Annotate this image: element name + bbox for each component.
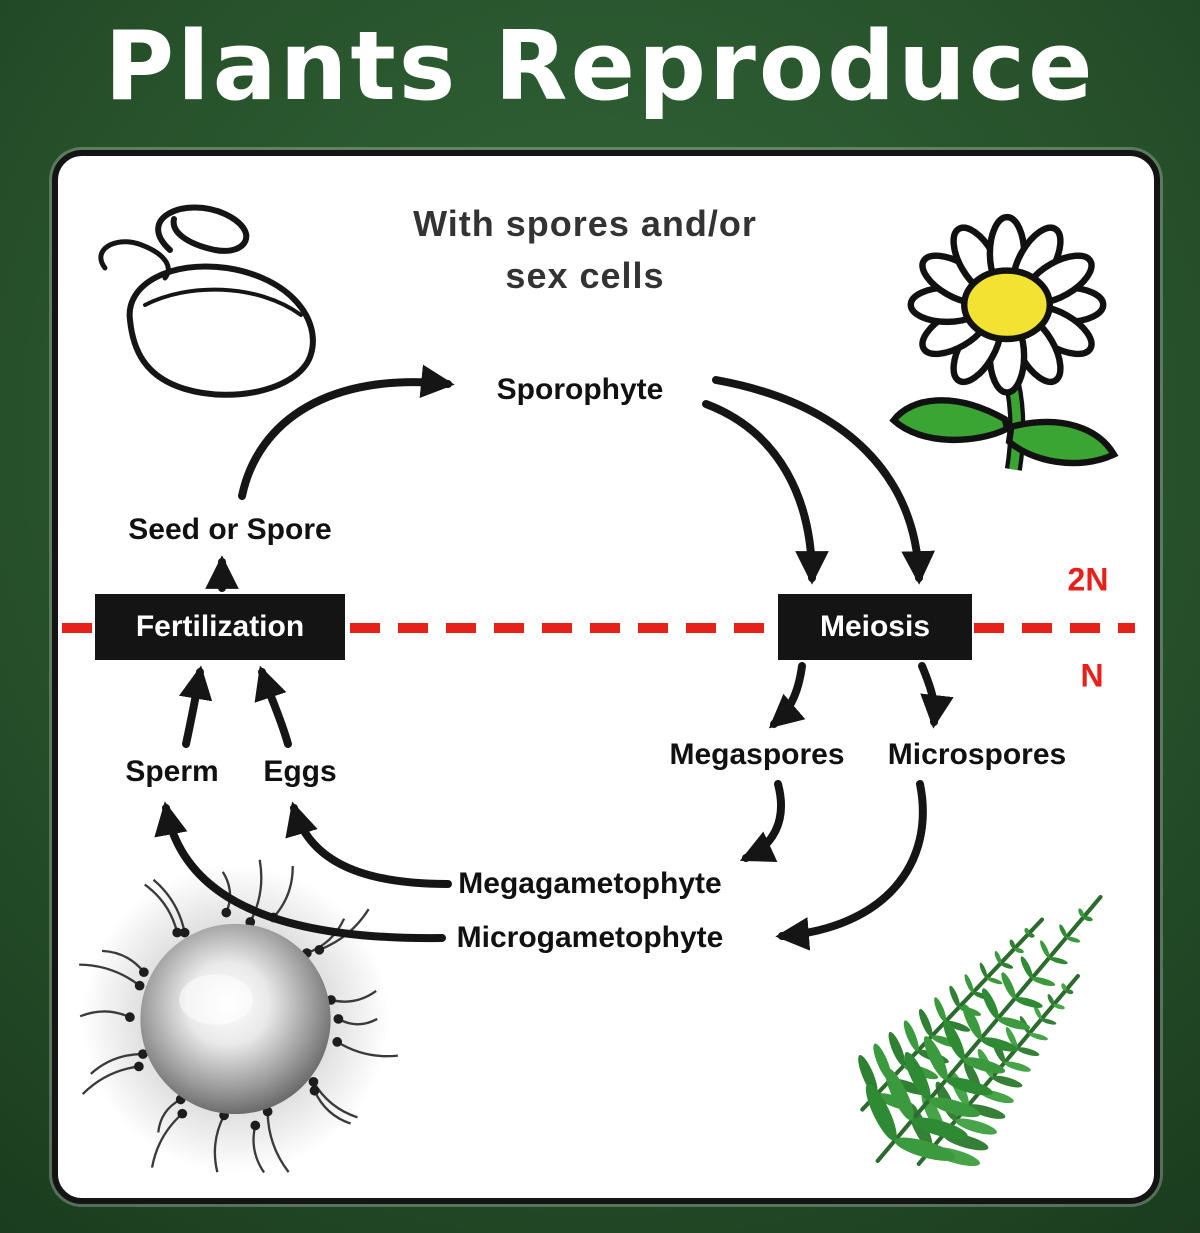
label-megagametophyte: Megagametophyte [458,867,722,900]
node-fertilization: Fertilization [95,594,345,660]
seed-sprout-curl [155,204,250,254]
label-seed-or-spore: Seed or Spore [128,513,332,546]
seed-seam [143,287,303,317]
label-megaspores: Megaspores [669,738,845,771]
node-meiosis: Meiosis [778,594,972,660]
fern-illustration [858,894,1103,1166]
seed-illustration [98,204,316,398]
seed-body [126,263,316,398]
label-haploid-n: N [1080,657,1104,694]
daisy-center [961,267,1053,343]
ploidy-divider-line [62,623,1135,633]
subtitle-line1: With spores and/or [413,203,757,244]
diagram-title: Plants Reproduce [104,12,1096,122]
egg-and-sperm-illustration [79,859,399,1174]
label-eggs: Eggs [263,755,337,788]
label-microspores: Microspores [887,738,1067,771]
daisy-illustration [889,213,1119,471]
label-sperm: Sperm [125,755,219,788]
egg-highlight [179,974,253,1025]
label-diploid-2n: 2N [1067,561,1109,598]
seed-small-curl [98,239,171,281]
subtitle-line2: sex cells [505,255,665,296]
subtitle: With spores and/or sex cells [355,198,815,302]
daisy-leaf-left [889,397,1011,443]
daisy-leaf-right [1005,418,1119,467]
label-microgametophyte: Microgametophyte [456,921,724,954]
label-sporophyte: Sporophyte [496,373,664,406]
